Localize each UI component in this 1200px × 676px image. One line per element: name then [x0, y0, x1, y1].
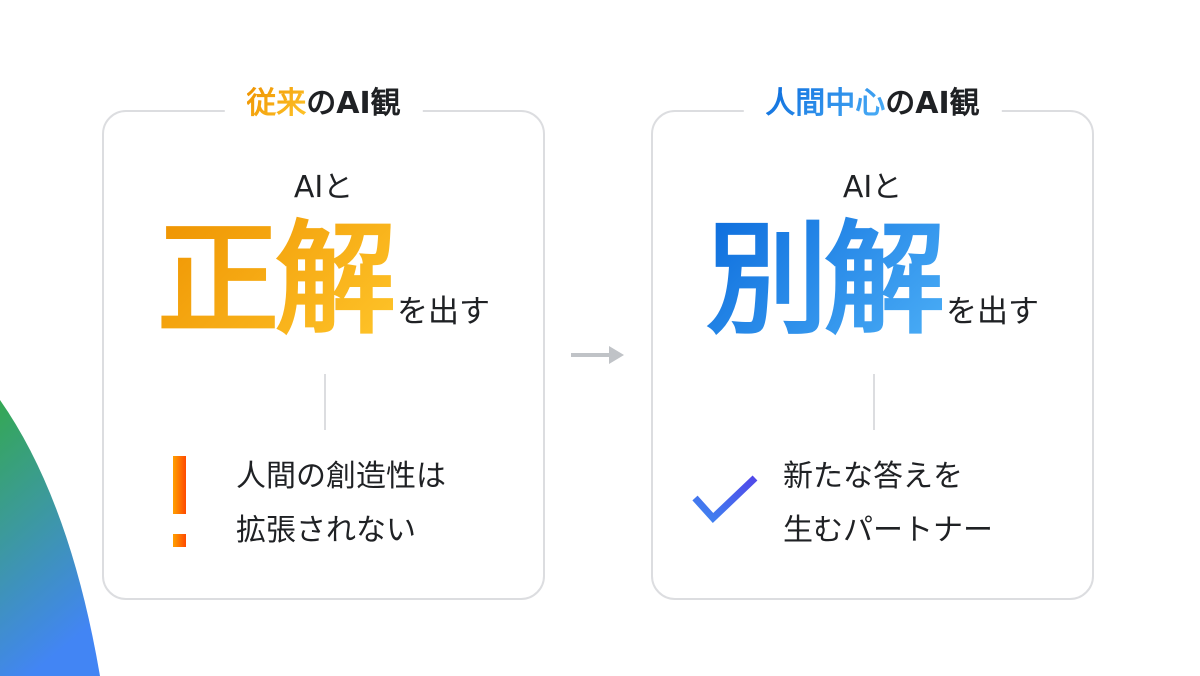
card-title: 従来のAI観	[224, 82, 423, 126]
title-highlight: 従来	[246, 86, 307, 121]
big-word: 別解	[706, 209, 946, 351]
human-centered-ai-card: 人間中心のAI観 AIと 別解を出す 新たな答えを 生むパートナー	[651, 82, 1094, 600]
bottom-line-1: 人間の創造性は	[236, 459, 446, 494]
ai-label: AIと	[293, 170, 354, 205]
divider	[323, 374, 326, 430]
card-title: 人間中心のAI観	[743, 82, 1002, 126]
checkmark-icon	[692, 475, 758, 524]
title-rest: のAI観	[306, 86, 401, 121]
bottom-line-2: 拡張されない	[236, 513, 416, 548]
ai-label: AIと	[842, 170, 903, 205]
suffix: を出す	[946, 294, 1039, 330]
decorative-gradient-shape	[0, 400, 100, 676]
big-word: 正解	[157, 209, 397, 351]
suffix: を出す	[397, 294, 490, 330]
traditional-ai-card: 従来のAI観 AIと 正解を出す 人間の創造性は 拡張されない	[102, 82, 545, 600]
title-highlight: 人間中心	[765, 86, 886, 121]
divider	[872, 374, 875, 430]
title-rest: のAI観	[885, 86, 980, 121]
arrow-right-icon	[571, 346, 624, 364]
bottom-line-1: 新たな答えを	[783, 459, 963, 494]
bottom-line-2: 生むパートナー	[783, 513, 993, 548]
exclamation-icon	[173, 456, 186, 547]
